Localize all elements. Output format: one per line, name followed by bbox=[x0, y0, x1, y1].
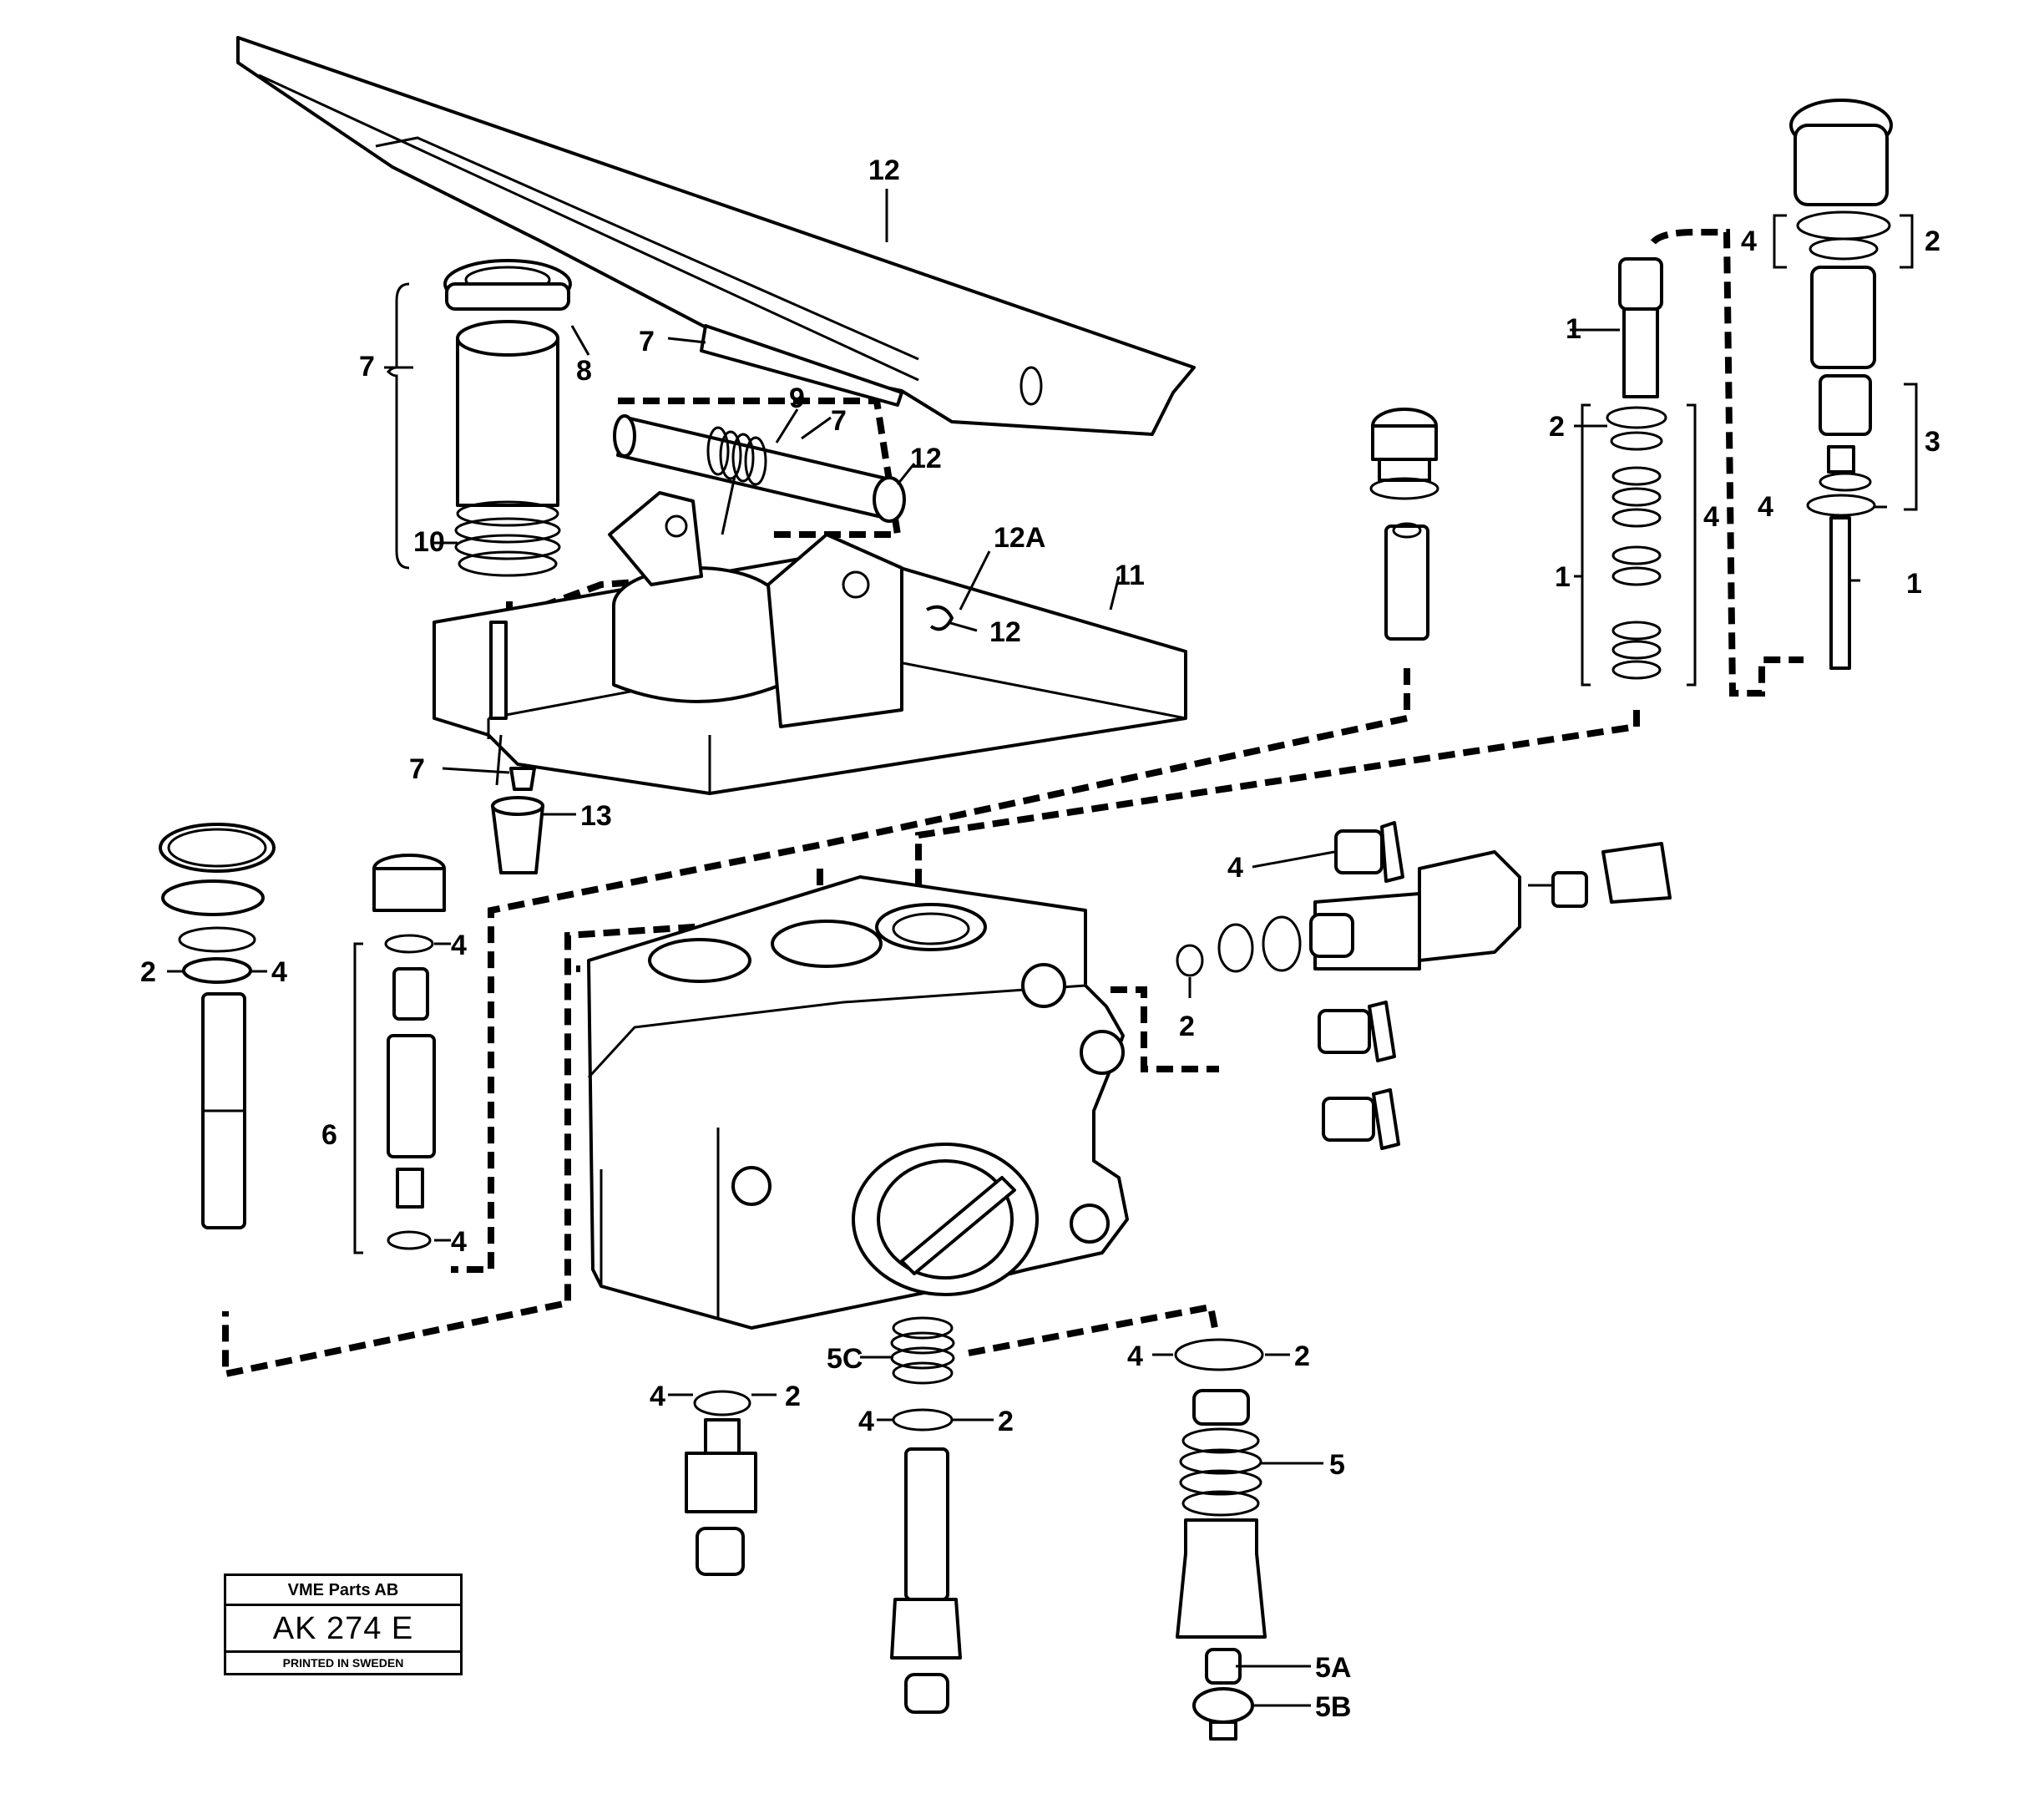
callout-r1-group1: 1 bbox=[1555, 561, 1571, 593]
callout-b2-5c: 5C bbox=[827, 1343, 863, 1375]
bottom-fitting-1 bbox=[685, 1390, 757, 1576]
callout-pin-9: 9 bbox=[789, 383, 805, 414]
callout-b3-4: 4 bbox=[1127, 1340, 1143, 1372]
callout-ll-oring4: 4 bbox=[271, 956, 287, 988]
sleeve-group bbox=[386, 259, 572, 577]
callout-lm-bot4: 4 bbox=[451, 1226, 467, 1258]
callout-r2-group3: 3 bbox=[1925, 426, 1940, 458]
stamp-company: VME Parts AB bbox=[226, 1576, 460, 1606]
callout-b1-4: 4 bbox=[650, 1381, 665, 1412]
callout-seal-ring: 8 bbox=[576, 355, 592, 387]
callout-clip-12a: 12A bbox=[994, 522, 1045, 554]
callout-r2-oring4: 4 bbox=[1758, 491, 1773, 523]
callout-lm-top4: 4 bbox=[451, 930, 467, 961]
pedal bbox=[236, 36, 1196, 436]
callout-stud: 7 bbox=[409, 753, 425, 785]
callout-spring-left: 10 bbox=[413, 526, 445, 558]
top-middle-plug bbox=[1369, 408, 1439, 641]
callout-r1-top: 1 bbox=[1566, 313, 1581, 345]
callout-pedal-bracket: 7 bbox=[639, 326, 655, 357]
callout-r2-pin1: 1 bbox=[1906, 568, 1922, 600]
callout-mid-oring4: 4 bbox=[1227, 852, 1243, 884]
left-spool bbox=[159, 823, 276, 1229]
side-plugs bbox=[1176, 821, 1672, 1150]
right-stack-1 bbox=[1581, 257, 1697, 687]
pivot-pin bbox=[613, 414, 906, 535]
base-plate bbox=[433, 491, 1187, 795]
stamp-printed: PRINTED IN SWEDEN bbox=[282, 1656, 404, 1670]
callout-base-plate: 11 bbox=[1115, 560, 1145, 591]
title-stamp: VME Parts AB AK 274 E PRINTED IN SWEDEN bbox=[224, 1574, 463, 1675]
callout-group-left: 7 bbox=[359, 351, 375, 383]
left-middle-spool bbox=[353, 854, 446, 1254]
leader-lines bbox=[167, 189, 1887, 1707]
bottom-fitting-3 bbox=[1174, 1338, 1267, 1741]
callout-b3-5a: 5A bbox=[1315, 1652, 1351, 1684]
callout-b3-2: 2 bbox=[1294, 1340, 1310, 1372]
callout-r2-right2: 2 bbox=[1925, 226, 1940, 257]
callout-r1-group4: 4 bbox=[1703, 501, 1719, 533]
callout-clip-12: 12 bbox=[989, 616, 1021, 648]
callout-r1-oring2: 2 bbox=[1549, 411, 1565, 443]
callout-pin-12: 12 bbox=[910, 443, 942, 474]
callout-b1-2: 2 bbox=[785, 1381, 801, 1412]
callout-pedal: 12 bbox=[868, 155, 900, 186]
valve-body bbox=[587, 875, 1129, 1330]
callout-b2-4: 4 bbox=[858, 1406, 874, 1437]
callout-pin-7: 7 bbox=[831, 405, 847, 437]
callout-boot: 13 bbox=[580, 800, 612, 832]
bottom-fitting-2 bbox=[890, 1316, 962, 1714]
callout-b3-5b: 5B bbox=[1315, 1691, 1351, 1723]
callout-mid-oring2: 2 bbox=[1179, 1011, 1195, 1042]
callout-b3-5: 5 bbox=[1329, 1449, 1345, 1481]
callout-r2-left4: 4 bbox=[1741, 226, 1757, 257]
callout-labels: 12 7 8 7 10 9 7 12 12A 12 11 7 13 1 2 4 … bbox=[140, 155, 1940, 1723]
stud-and-boot bbox=[491, 767, 544, 874]
stamp-code: AK 274 E bbox=[226, 1606, 460, 1653]
callout-ll-oring2: 2 bbox=[140, 956, 156, 988]
right-stack-2 bbox=[1773, 99, 1918, 670]
callout-lm-group6: 6 bbox=[321, 1119, 337, 1151]
callout-b2-2: 2 bbox=[998, 1406, 1014, 1437]
